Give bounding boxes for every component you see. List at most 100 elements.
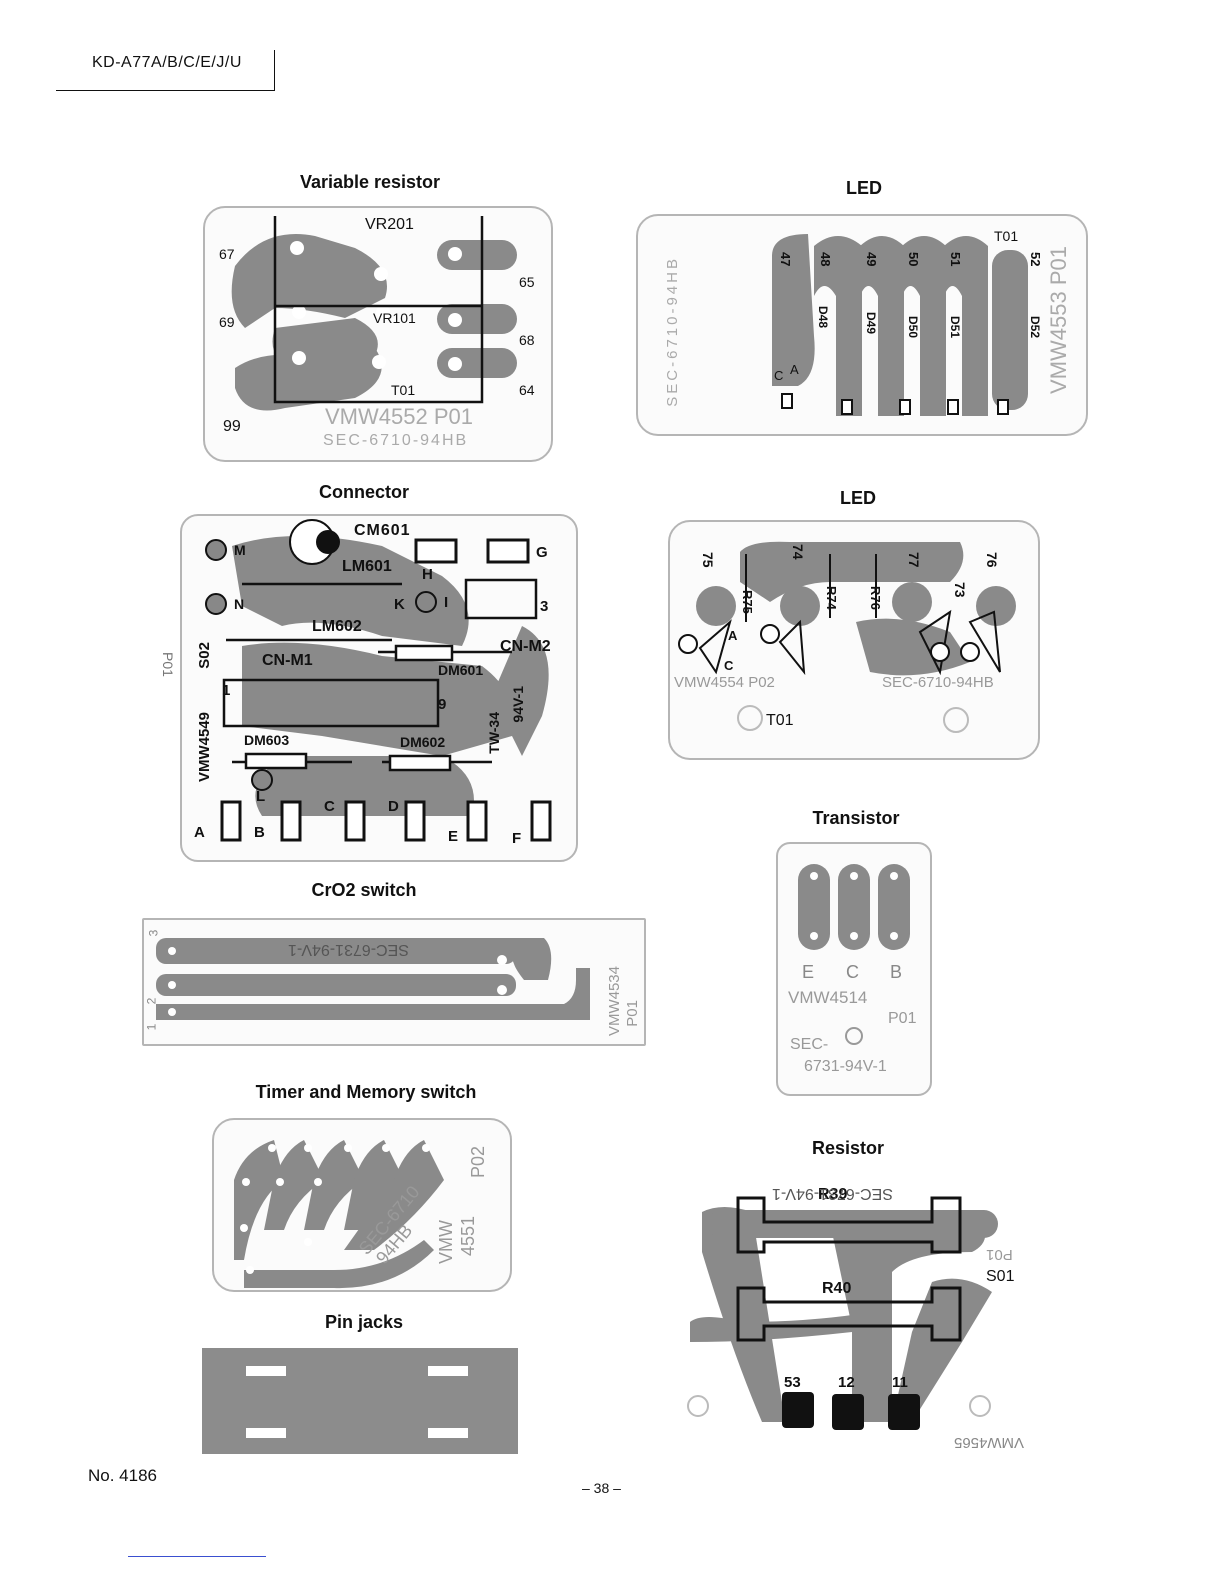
board-label: LM601: [342, 558, 392, 575]
board-label: 67: [219, 246, 235, 262]
board-label: P01: [888, 1010, 917, 1027]
timer-memory-title: Timer and Memory switch: [255, 1082, 477, 1102]
timer-memory-board: SEC-6710 94HB VMW 4551 P02: [212, 1118, 512, 1292]
board-label: 64: [519, 382, 535, 398]
board-label: 3: [540, 598, 549, 615]
board-label: VMW4514: [788, 988, 868, 1007]
board-label: CM601: [354, 522, 411, 539]
board-label: 48: [818, 252, 833, 267]
resistor-artwork: [687, 1196, 998, 1430]
board-label: TW-34: [486, 712, 502, 754]
board-label: 4551: [458, 1216, 478, 1257]
board-label: M: [234, 542, 246, 558]
board-label: SEC-6710-94HB: [664, 256, 681, 407]
board-label: CN-M2: [500, 638, 551, 655]
board-label: D49: [864, 312, 878, 335]
cro2-switch-artwork: [156, 938, 590, 1020]
led-top-title: LED: [846, 178, 882, 198]
board-label: 76: [984, 552, 1000, 568]
board-label: G: [536, 544, 548, 561]
board-label: A: [194, 824, 205, 841]
board-label: 1: [222, 682, 231, 699]
board-label: K: [394, 596, 405, 613]
board-label: DM602: [400, 734, 446, 750]
led-top-artwork: [772, 234, 1028, 416]
board-label: P01: [160, 652, 176, 677]
jack-pad: [428, 1366, 468, 1376]
board-label: 75: [700, 552, 716, 568]
board-label: VMW4554 P02: [674, 674, 775, 691]
timer-memory-artwork: [234, 1140, 444, 1289]
jack-pad: [246, 1366, 286, 1376]
resistor-board: R39 R40 SEC-6731-94V-1 P01 S01 53 12 11 …: [662, 1172, 1034, 1462]
board-label: R74: [824, 586, 839, 610]
board-label: 1: [144, 1023, 159, 1031]
connector-title: Connector: [319, 482, 409, 502]
board-label: 51: [948, 252, 963, 267]
board-label: C: [846, 962, 859, 982]
cro2-switch-title: CrO2 switch: [311, 880, 417, 900]
board-label: VMW4534: [606, 966, 623, 1037]
header-rule-vertical: [274, 50, 275, 91]
footer-rule: [128, 1556, 266, 1557]
board-label: P01: [986, 1246, 1013, 1263]
board-label: 69: [219, 314, 235, 330]
pin-jacks-board: [202, 1348, 518, 1454]
board-label: SEC-: [790, 1036, 829, 1053]
board-label: 68: [519, 332, 535, 348]
board-label: D50: [906, 316, 920, 339]
transistor-board: E C B VMW4514 P01 SEC- 6731-94V-1: [776, 842, 932, 1096]
board-label: 6731-94V-1: [804, 1058, 887, 1075]
board-label: 99: [223, 418, 241, 435]
board-label: 74: [790, 544, 806, 560]
board-label: B: [890, 962, 903, 982]
board-label: C: [774, 368, 784, 383]
board-label: D51: [948, 316, 962, 339]
document-number: No. 4186: [88, 1466, 157, 1485]
jack-pad: [246, 1428, 286, 1438]
board-label: VMW4565: [954, 1434, 1025, 1451]
led-bottom-artwork: [678, 541, 1016, 733]
board-label: SEC-6731-94V-1: [288, 941, 409, 958]
board-label: 49: [864, 252, 879, 267]
board-label: E: [802, 962, 815, 982]
board-label: I: [444, 594, 449, 611]
board-label: D: [388, 798, 399, 815]
board-label: A: [790, 362, 799, 377]
board-label: 11: [892, 1374, 908, 1391]
board-label: SEC-6731-94V-1: [772, 1185, 893, 1202]
page-number: – 38 –: [582, 1480, 621, 1496]
board-label: 52: [1028, 252, 1043, 267]
board-label: D52: [1028, 316, 1042, 339]
board-label: P02: [468, 1146, 488, 1179]
board-label: CN-M1: [262, 652, 313, 669]
board-label: 53: [784, 1374, 801, 1391]
board-label: 2: [144, 997, 159, 1005]
board-label: R75: [740, 590, 755, 614]
board-label: C: [724, 658, 734, 673]
board-label: LM602: [312, 618, 362, 635]
variable-resistor-title: Variable resistor: [299, 172, 441, 192]
board-label: 47: [778, 252, 793, 267]
board-label: VR101: [373, 310, 416, 326]
board-label: 50: [906, 252, 921, 267]
board-label: C: [324, 798, 335, 815]
board-label: B: [254, 824, 265, 841]
jack-pad: [428, 1428, 468, 1438]
board-label: S01: [986, 1268, 1015, 1285]
board-label: A: [728, 628, 738, 643]
board-label: 9: [438, 696, 447, 713]
resistor-title: Resistor: [811, 1138, 885, 1158]
connector-board: CM601 LM601 LM602 CN-M1 CN-M2 DM601 DM60…: [160, 514, 578, 862]
board-label: R40: [822, 1280, 852, 1297]
board-label: SEC-6710-94HB: [882, 674, 994, 691]
model-number: KD-A77A/B/C/E/J/U: [92, 54, 242, 71]
board-label: N: [234, 596, 245, 612]
board-label: VMW4553 P01: [1046, 246, 1071, 394]
board-label: DM601: [438, 662, 484, 678]
connector-artwork: [205, 519, 552, 842]
pin-jacks-title: Pin jacks: [324, 1312, 404, 1332]
board-label: E: [448, 828, 459, 845]
board-label: D48: [816, 306, 830, 329]
board-label: L: [256, 788, 266, 805]
